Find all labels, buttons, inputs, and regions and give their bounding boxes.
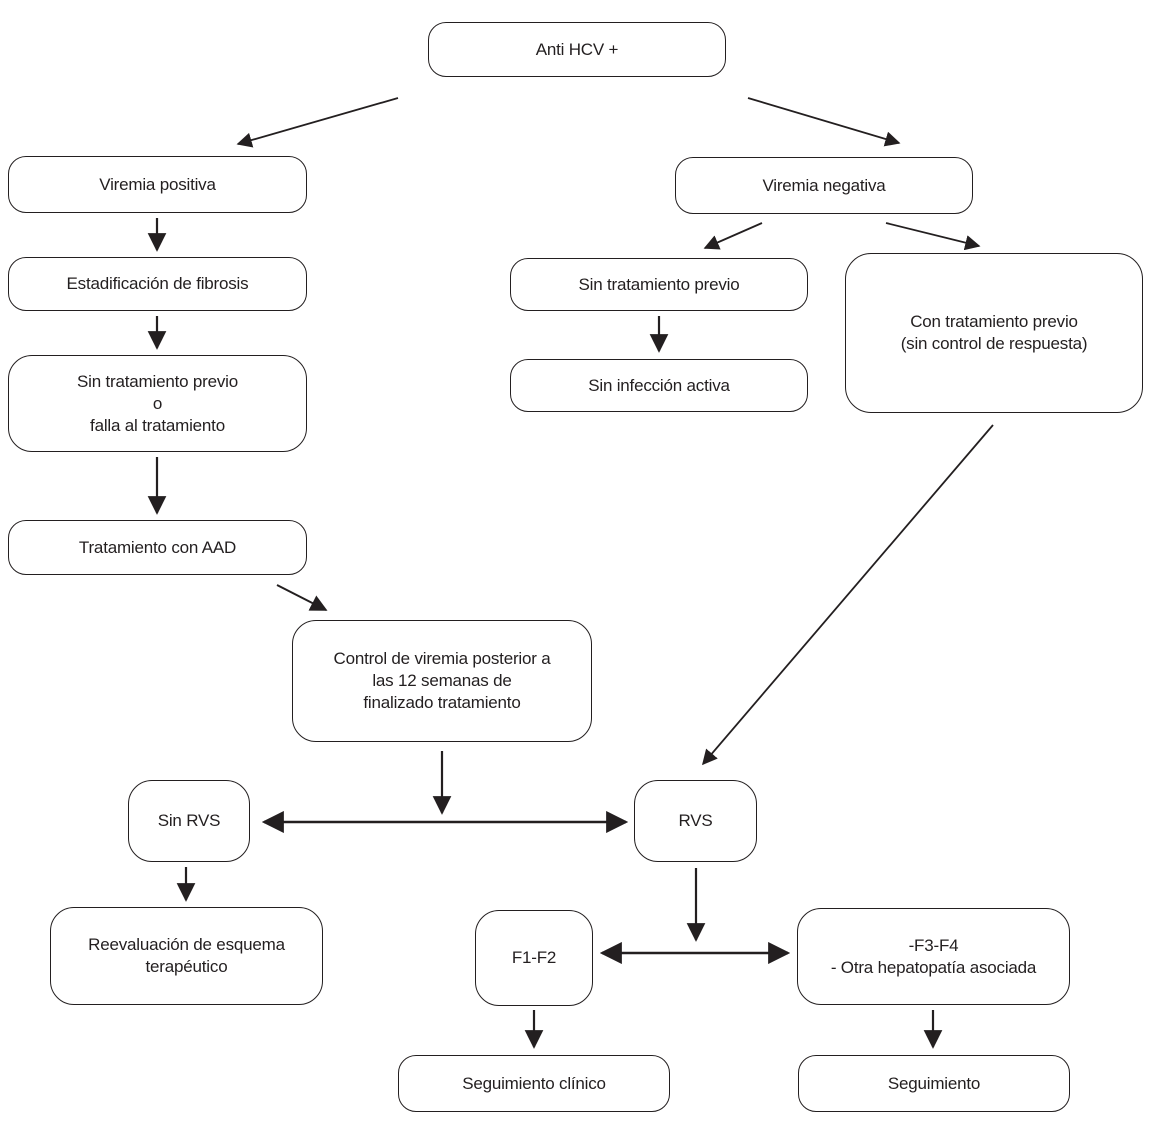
node-f1-f2: F1-F2 xyxy=(475,910,593,1006)
node-control-viremia-line3: finalizado tratamiento xyxy=(363,693,521,712)
arrow-con-tratamiento-previo-to-rvs xyxy=(702,424,994,766)
node-seguimiento-clinico: Seguimiento clínico xyxy=(398,1055,670,1112)
node-anti-hcv: Anti HCV + xyxy=(428,22,726,77)
node-anti-hcv-label: Anti HCV + xyxy=(535,39,619,59)
arrow-anti-hcv-to-viremia-positiva xyxy=(236,97,399,148)
node-seguimiento-clinico-label: Seguimiento clínico xyxy=(462,1073,606,1093)
node-sin-tratamiento-o-falla-line3: falla al tratamiento xyxy=(90,415,225,435)
node-f3-f4-line2: - Otra hepatopatía asociada xyxy=(830,957,1037,977)
node-viremia-negativa-label: Viremia negativa xyxy=(762,175,886,195)
node-f3-f4-line1: -F3-F4 xyxy=(908,935,959,955)
arrow-anti-hcv-to-viremia-negativa xyxy=(747,97,901,147)
node-seguimiento: Seguimiento xyxy=(798,1055,1070,1112)
node-sin-tratamiento-o-falla: Sin tratamiento previo o falla al tratam… xyxy=(8,355,307,452)
node-sin-tratamiento-previo: Sin tratamiento previo xyxy=(510,258,808,311)
node-estadificacion-fibrosis-label: Estadificación de fibrosis xyxy=(66,274,249,293)
node-seguimiento-label: Seguimiento xyxy=(887,1073,981,1093)
node-reevaluacion-line1: Reevaluación de esquema xyxy=(88,935,285,954)
node-tratamiento-aad: Tratamiento con AAD xyxy=(8,520,307,575)
arrow-viremia-negativa-to-con-tratamiento-previo xyxy=(885,222,981,251)
node-con-tratamiento-previo-line2: (sin control de respuesta) xyxy=(900,334,1088,353)
node-control-viremia-line1: Control de viremia posterior a xyxy=(333,649,551,668)
node-sin-infeccion-activa: Sin infección activa xyxy=(510,359,808,412)
arrow-viremia-negativa-to-sin-tratamiento-previo xyxy=(703,222,763,250)
node-tratamiento-aad-label: Tratamiento con AAD xyxy=(78,537,237,557)
node-estadificacion-fibrosis: Estadificación de fibrosis xyxy=(8,257,307,311)
node-rvs: RVS xyxy=(634,780,757,862)
node-con-tratamiento-previo: Con tratamiento previo (sin control de r… xyxy=(845,253,1143,413)
node-rvs-label: RVS xyxy=(678,811,713,830)
arrow-tratamiento-aad-to-control-viremia xyxy=(276,584,328,611)
node-viremia-positiva: Viremia positiva xyxy=(8,156,307,213)
node-viremia-negativa: Viremia negativa xyxy=(675,157,973,214)
node-sin-infeccion-activa-label: Sin infección activa xyxy=(588,375,730,395)
node-con-tratamiento-previo-line1: Con tratamiento previo xyxy=(910,312,1078,331)
node-f3-f4: -F3-F4 - Otra hepatopatía asociada xyxy=(797,908,1070,1005)
node-sin-rvs-label: Sin RVS xyxy=(157,811,221,830)
node-sin-tratamiento-o-falla-line2: o xyxy=(152,393,163,413)
node-reevaluacion: Reevaluación de esquema terapéutico xyxy=(50,907,323,1005)
node-sin-tratamiento-o-falla-line1: Sin tratamiento previo xyxy=(77,371,238,391)
node-control-viremia-line2: las 12 semanas de xyxy=(372,671,512,690)
node-viremia-positiva-label: Viremia positiva xyxy=(99,174,216,194)
node-sin-tratamiento-previo-label: Sin tratamiento previo xyxy=(578,274,740,294)
node-sin-rvs: Sin RVS xyxy=(128,780,250,862)
node-reevaluacion-line2: terapéutico xyxy=(145,957,228,976)
node-control-viremia: Control de viremia posterior a las 12 se… xyxy=(292,620,592,742)
node-f1-f2-label: F1-F2 xyxy=(511,948,557,967)
